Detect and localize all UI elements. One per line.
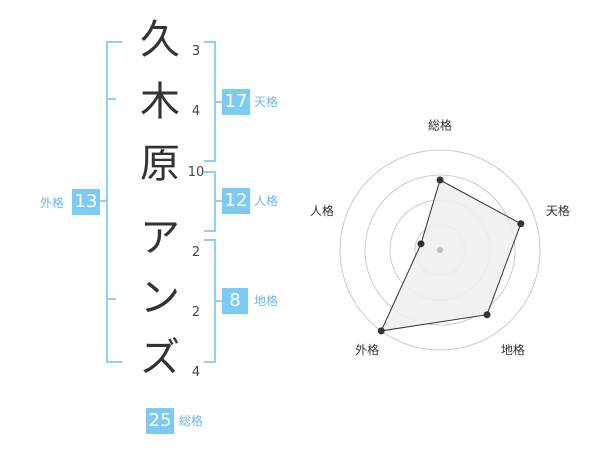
- radar-grid-ring: [364, 174, 516, 326]
- tenkaku-bracket: [204, 41, 216, 162]
- chikaku-value: 8: [222, 288, 248, 314]
- stroke-count-6: 4: [191, 365, 201, 380]
- stroke-count-5: 2: [191, 305, 201, 320]
- gaikaku-value: 13: [72, 189, 100, 215]
- tenkaku-connector: [216, 101, 222, 103]
- radar-axis-label: 天格: [546, 203, 570, 218]
- chikaku-connector: [216, 300, 222, 302]
- soukaku-label: 総格: [179, 414, 204, 428]
- stroke-count-4: 2: [191, 245, 201, 260]
- name-char-2: 木: [140, 79, 180, 125]
- radar-grid-ring: [339, 149, 541, 351]
- radar-value-area: [380, 179, 522, 332]
- name-char-1: 久: [140, 17, 180, 63]
- gaikaku-bracket: [106, 41, 122, 363]
- tenkaku-value: 17: [222, 89, 250, 115]
- soukaku-value: 25: [146, 408, 174, 434]
- radar-point-3: [483, 311, 491, 319]
- name-char-3: 原: [140, 141, 180, 187]
- gaikaku-bracket-notch: [106, 98, 116, 100]
- radar-axis-label: 外格: [355, 342, 379, 357]
- name-char-5: ン: [140, 275, 180, 321]
- jinkaku-bracket: [204, 171, 216, 232]
- radar-axis-label: 総格: [428, 118, 452, 133]
- chikaku-bracket: [204, 239, 216, 363]
- radar-point-5: [417, 240, 425, 248]
- radar-point-1: [436, 176, 444, 184]
- radar-point-2: [517, 220, 525, 228]
- radar-point-4: [377, 327, 385, 335]
- chikaku-label: 地格: [254, 294, 279, 308]
- radar-axis-label: 地格: [501, 342, 525, 357]
- jinkaku-connector: [216, 200, 222, 202]
- gaikaku-connector: [98, 200, 106, 202]
- name-char-4: ア: [140, 215, 180, 261]
- name-char-6: ズ: [140, 335, 180, 381]
- jinkaku-value: 12: [222, 188, 250, 214]
- stroke-count-1: 3: [191, 44, 201, 59]
- stroke-count-2: 4: [191, 104, 201, 119]
- radar-center-dot: [437, 247, 443, 253]
- jinkaku-label: 人格: [254, 194, 279, 208]
- radar-axis-label: 人格: [310, 203, 334, 218]
- gaikaku-bracket-notch: [106, 298, 116, 300]
- stroke-count-3: 10: [187, 165, 205, 180]
- gaikaku-label: 外格: [40, 196, 65, 210]
- tenkaku-label: 天格: [254, 95, 279, 109]
